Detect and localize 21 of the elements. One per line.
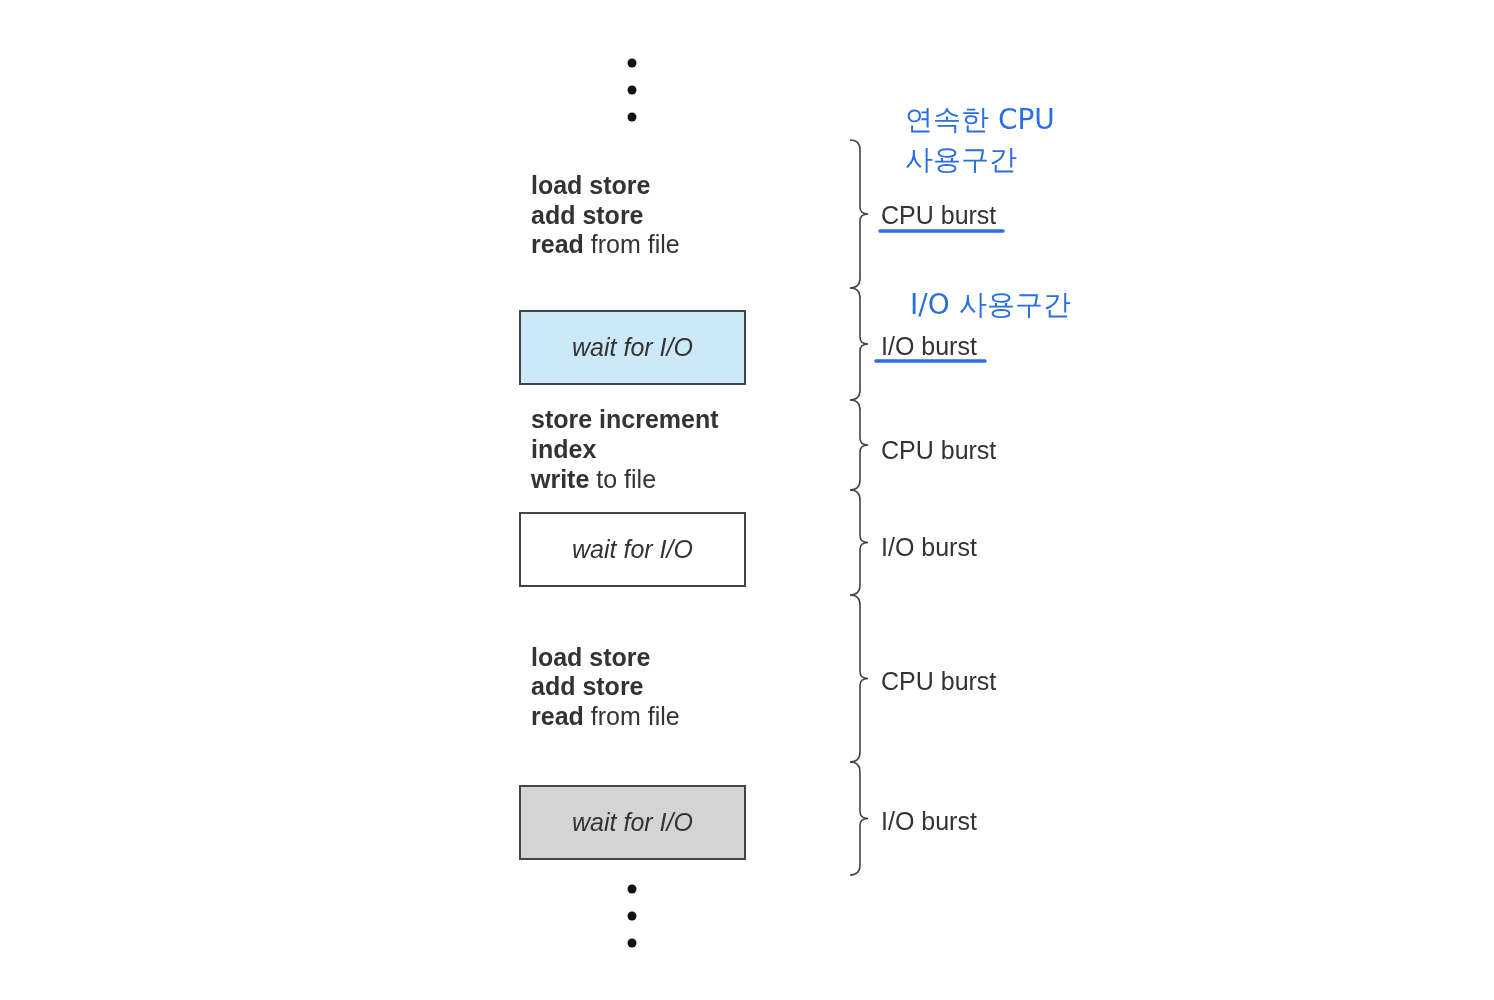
process-box: [519, 512, 746, 587]
handwritten-note: 연속한 CPU 사용구간: [905, 102, 1056, 178]
process-box: [519, 310, 746, 385]
node-label: wait for I/O: [572, 333, 693, 362]
burst-label: I/O burst: [881, 331, 977, 361]
code-line: read from file: [531, 229, 680, 259]
burst-label: I/O burst: [881, 532, 977, 562]
burst-label: CPU burst: [881, 200, 997, 230]
code-line: load store: [531, 170, 651, 200]
process-box: [519, 785, 746, 860]
burst-label: I/O burst: [881, 806, 977, 836]
code-line: add store: [531, 200, 644, 230]
node-label: wait for I/O: [572, 535, 693, 564]
handwritten-note: I/O 사용구간: [910, 287, 1072, 323]
node-label: wait for I/O: [572, 808, 693, 837]
code-line: add store: [531, 671, 644, 701]
code-line: read from file: [531, 701, 680, 731]
burst-label: CPU burst: [881, 435, 997, 465]
burst-label: CPU burst: [881, 666, 997, 696]
code-line: load store: [531, 642, 651, 672]
code-line: write to file: [531, 464, 657, 494]
